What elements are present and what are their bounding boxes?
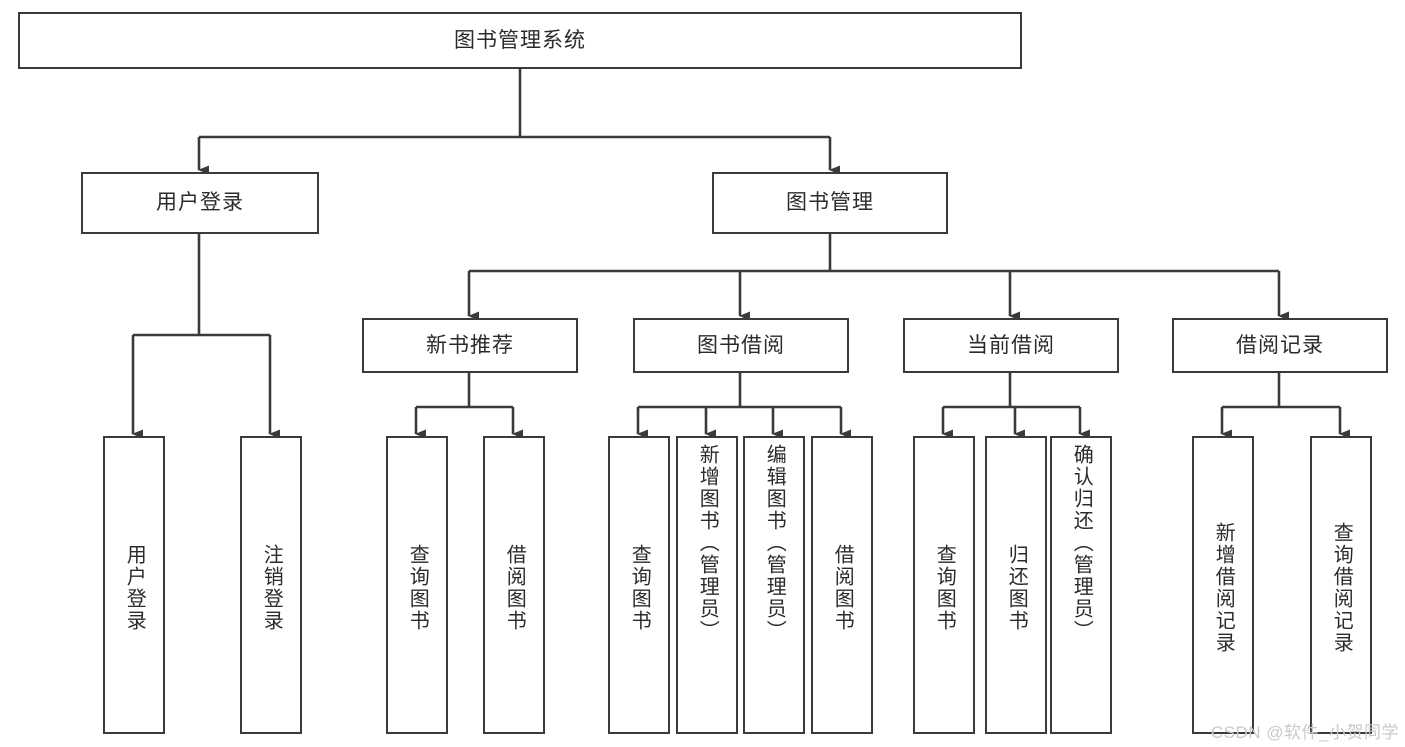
node-label: 借阅记录 bbox=[1236, 333, 1324, 357]
node-root[interactable]: 图书管理系统 bbox=[18, 12, 1022, 69]
node-label: 注销登录 bbox=[260, 544, 283, 632]
node-leaf-borrow-book-2[interactable]: 借阅图书 bbox=[811, 436, 873, 734]
node-book-manage[interactable]: 图书管理 bbox=[712, 172, 948, 234]
node-label: 确认归还（管理员） bbox=[1070, 444, 1093, 642]
node-leaf-query-book-2[interactable]: 查询图书 bbox=[608, 436, 670, 734]
node-label: 查询借阅记录 bbox=[1330, 522, 1353, 654]
node-label: 编辑图书（管理员） bbox=[763, 444, 786, 642]
node-leaf-confirm-return[interactable]: 确认归还（管理员） bbox=[1050, 436, 1112, 734]
node-leaf-add-record[interactable]: 新增借阅记录 bbox=[1192, 436, 1254, 734]
node-leaf-edit-book[interactable]: 编辑图书（管理员） bbox=[743, 436, 805, 734]
node-label: 查询图书 bbox=[406, 544, 429, 632]
node-leaf-add-book[interactable]: 新增图书（管理员） bbox=[676, 436, 738, 734]
node-label: 借阅图书 bbox=[831, 544, 854, 632]
node-leaf-return-book[interactable]: 归还图书 bbox=[985, 436, 1047, 734]
node-current-borrow[interactable]: 当前借阅 bbox=[903, 318, 1119, 373]
node-label: 图书借阅 bbox=[697, 333, 785, 357]
node-label: 新书推荐 bbox=[426, 333, 514, 357]
node-label: 图书管理系统 bbox=[454, 28, 586, 52]
watermark-text: CSDN @软件_小贺同学 bbox=[1210, 723, 1399, 742]
node-label: 归还图书 bbox=[1005, 544, 1028, 632]
node-label: 用户登录 bbox=[123, 544, 146, 632]
node-book-borrow[interactable]: 图书借阅 bbox=[633, 318, 849, 373]
node-label: 借阅图书 bbox=[503, 544, 526, 632]
node-label: 用户登录 bbox=[156, 191, 244, 215]
node-label: 当前借阅 bbox=[967, 333, 1055, 357]
node-user-login[interactable]: 用户登录 bbox=[81, 172, 319, 234]
node-label: 图书管理 bbox=[786, 191, 874, 215]
node-new-book-rec[interactable]: 新书推荐 bbox=[362, 318, 578, 373]
node-leaf-query-book-1[interactable]: 查询图书 bbox=[386, 436, 448, 734]
node-label: 新增借阅记录 bbox=[1212, 522, 1235, 654]
node-leaf-query-book-3[interactable]: 查询图书 bbox=[913, 436, 975, 734]
node-leaf-query-record[interactable]: 查询借阅记录 bbox=[1310, 436, 1372, 734]
node-leaf-logout[interactable]: 注销登录 bbox=[240, 436, 302, 734]
node-leaf-user-login[interactable]: 用户登录 bbox=[103, 436, 165, 734]
node-label: 查询图书 bbox=[933, 544, 956, 632]
node-borrow-record[interactable]: 借阅记录 bbox=[1172, 318, 1388, 373]
node-label: 新增图书（管理员） bbox=[696, 444, 719, 642]
node-label: 查询图书 bbox=[628, 544, 651, 632]
node-leaf-borrow-book-1[interactable]: 借阅图书 bbox=[483, 436, 545, 734]
